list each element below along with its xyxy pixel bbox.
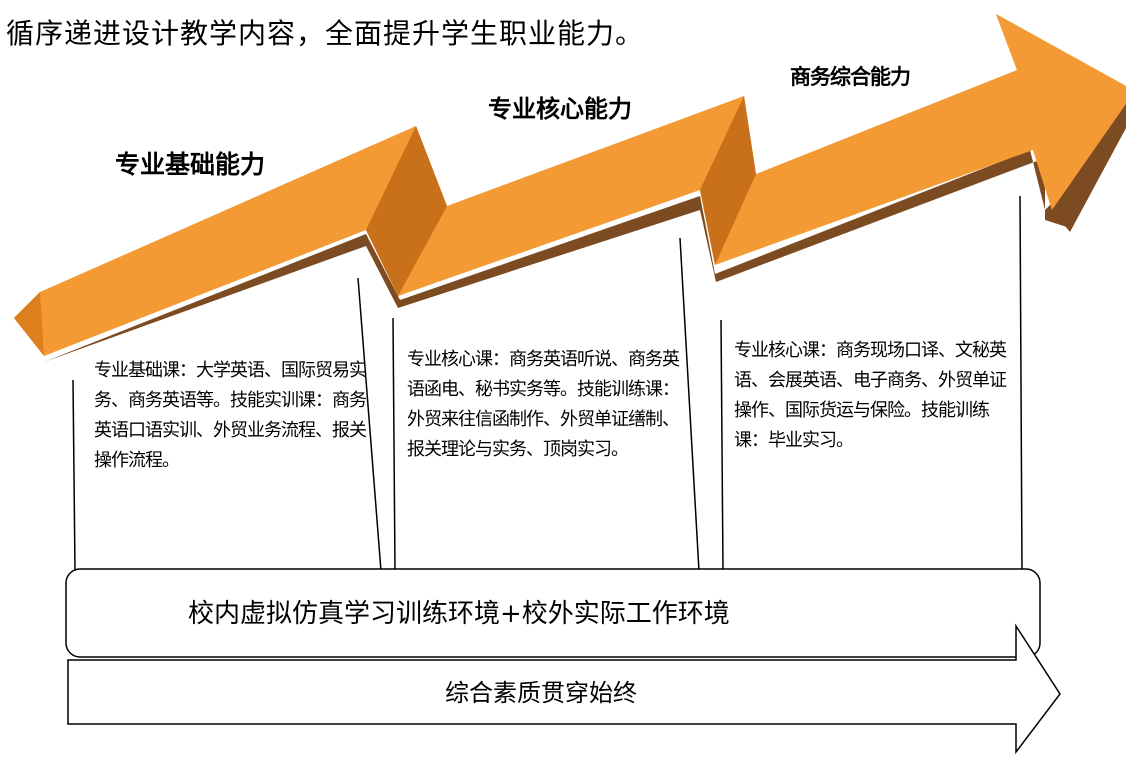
- stage-title-basic: 专业基础能力: [115, 150, 266, 179]
- divider-line: [72, 379, 76, 572]
- growth-arrow-fold-2: [700, 96, 756, 265]
- divider-line: [720, 319, 724, 572]
- quality-label: 综合素质贯穿始终: [445, 679, 637, 707]
- stage-desc-basic: 专业基础课：大学英语、国际贸易实务、商务英语等。技能实训课：商务英语口语实训、外…: [94, 360, 367, 471]
- growth-arrow-fold-1: [366, 126, 447, 296]
- growth-arrow-head: [996, 14, 1126, 210]
- divider-line: [1019, 195, 1023, 572]
- stage-title-core: 专业核心能力: [488, 95, 632, 123]
- growth-arrow-face: [14, 14, 1126, 356]
- divider-line: [392, 317, 396, 572]
- intro-text: 循序递进设计教学内容，全面提升学生职业能力。: [6, 17, 645, 50]
- growth-arrow-head-shadow: [1052, 104, 1126, 232]
- environment-box: [65, 568, 1041, 658]
- growth-arrow-cap: [14, 292, 44, 356]
- quality-arrow: [67, 623, 1061, 755]
- divider-line: [679, 237, 700, 572]
- divider-line: [357, 277, 382, 572]
- environment-label: 校内虚拟仿真学习训练环境+校外实际工作环境: [188, 599, 730, 629]
- stage-desc-core: 专业核心课：商务英语听说、商务英语函电、秘书实务等。技能训练课：外贸来往信函制作…: [407, 349, 680, 460]
- stage-title-comprehensive: 商务综合能力: [790, 65, 911, 89]
- stage-desc-comprehensive: 专业核心课：商务现场口译、文秘英语、会展英语、电子商务、外贸单证操作、国际货运与…: [734, 340, 1007, 451]
